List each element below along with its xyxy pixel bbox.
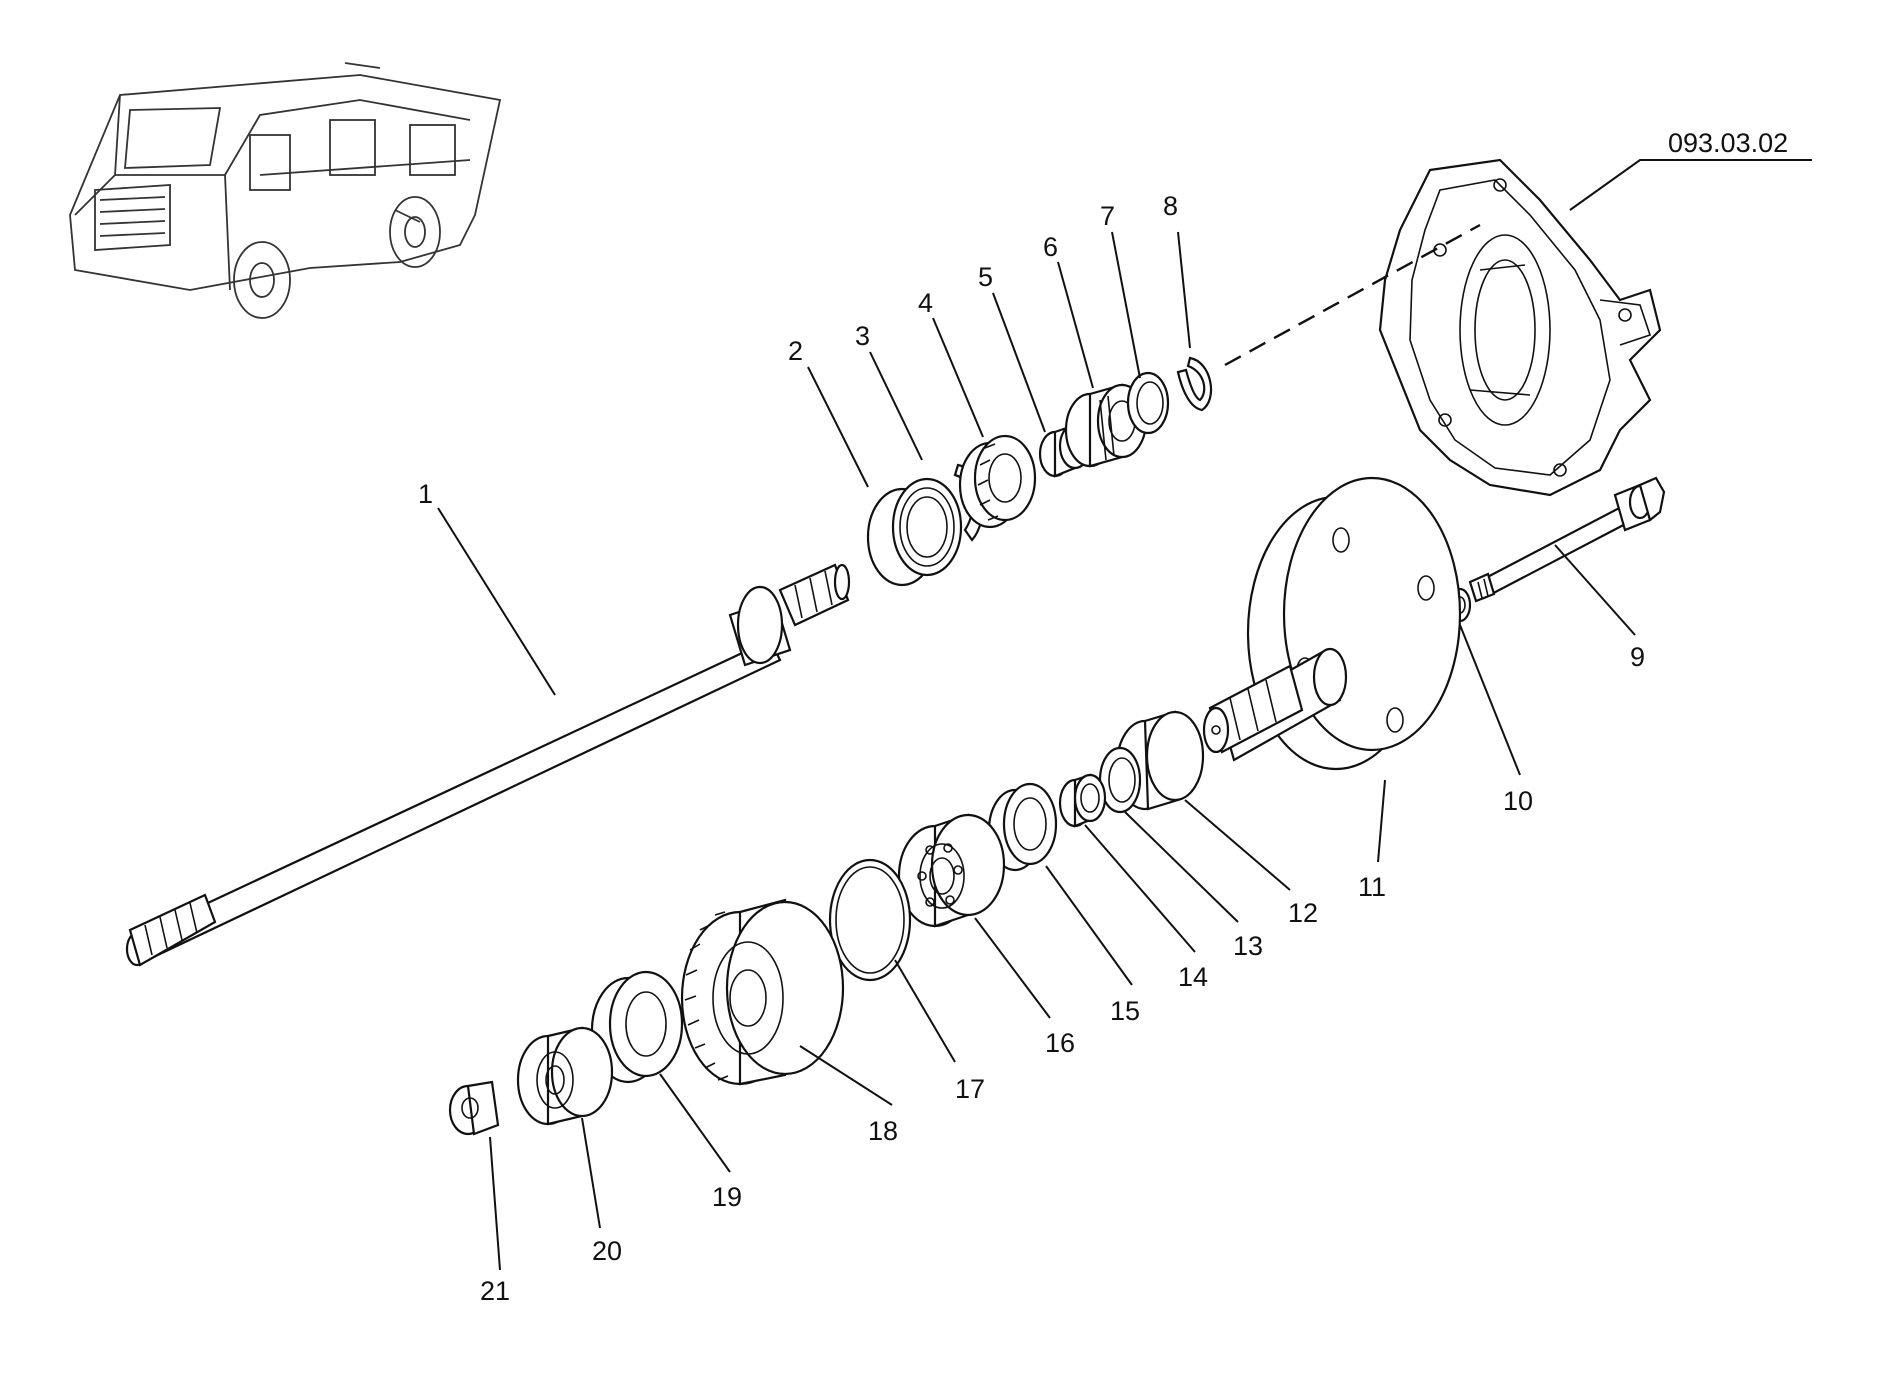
- part-16-bearing: [897, 813, 1006, 928]
- callout-20: 20: [592, 1236, 622, 1266]
- callout-9: 9: [1630, 642, 1645, 672]
- part-4-gear: [958, 434, 1037, 529]
- part-17-circlip: [828, 858, 912, 982]
- callout-10: 10: [1503, 786, 1533, 816]
- reference-leader: [1569, 159, 1812, 211]
- part-11-flange: [1202, 476, 1462, 771]
- callout-16: 16: [1045, 1028, 1075, 1058]
- callout-2: 2: [788, 336, 803, 366]
- part-20-bearing: [516, 1026, 614, 1126]
- callout-6: 6: [1043, 232, 1058, 262]
- vehicle-sketch: [69, 62, 502, 319]
- callout-8: 8: [1163, 191, 1178, 221]
- part-18-gear: [680, 898, 845, 1086]
- callout-4: 4: [918, 288, 933, 318]
- part-14-spacer: [1058, 773, 1107, 828]
- callout-18: 18: [868, 1116, 898, 1146]
- part-21-plug: [448, 1080, 500, 1136]
- gearbox-housing: [1378, 158, 1662, 497]
- part-1-shaft: [125, 563, 851, 967]
- leader-lines: [437, 231, 1636, 1271]
- part-9-bolt: [1468, 476, 1666, 603]
- callout-5: 5: [978, 262, 993, 292]
- callout-7: 7: [1100, 201, 1115, 231]
- callout-numbers: 1 2 3 4 5 6 7 8 9 10 11 12 13 14 15 16 1…: [418, 191, 1645, 1306]
- part-2-bearing: [866, 477, 963, 587]
- callout-11: 11: [1358, 872, 1386, 902]
- reference-label: 093.03.02: [1668, 128, 1788, 158]
- part-8-circlip: [1176, 356, 1212, 412]
- callout-12: 12: [1288, 898, 1318, 928]
- callout-13: 13: [1233, 931, 1263, 961]
- part-13-ring: [1098, 746, 1142, 814]
- callout-3: 3: [855, 321, 870, 351]
- callout-1: 1: [418, 479, 433, 509]
- callout-19: 19: [712, 1182, 742, 1212]
- part-7-washer: [1126, 371, 1170, 435]
- callout-17: 17: [955, 1074, 985, 1104]
- callout-21: 21: [480, 1276, 510, 1306]
- callout-14: 14: [1178, 962, 1208, 992]
- alignment-line: [1224, 223, 1481, 367]
- callout-15: 15: [1110, 996, 1140, 1026]
